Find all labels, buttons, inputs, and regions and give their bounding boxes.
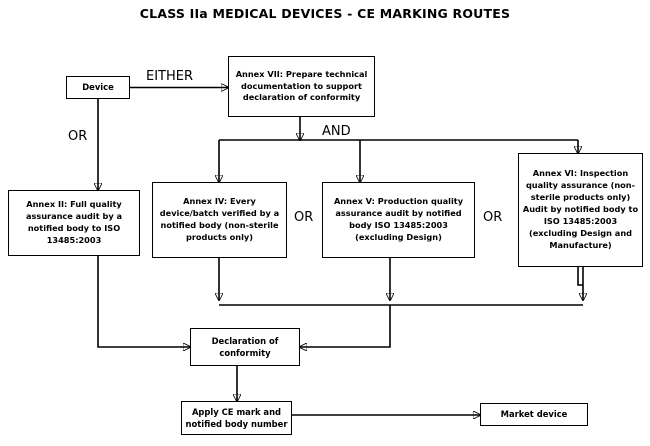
- edge-merge-to-declaration: [300, 305, 391, 347]
- edge-label-and: AND: [322, 124, 351, 139]
- node-annex-vii-label: Annex VII: Prepare technical documentati…: [235, 68, 368, 103]
- node-annex-vi-label: Annex VI: Inspection quality assurance (…: [522, 168, 639, 250]
- node-device[interactable]: Device: [66, 76, 130, 99]
- node-market-device-label: Market device: [500, 409, 568, 420]
- node-apply-ce-label: Apply CE mark and notified body number: [185, 406, 288, 429]
- node-declaration-of-conformity[interactable]: Declaration of conformity: [190, 328, 300, 366]
- node-annex-vii[interactable]: Annex VII: Prepare technical documentati…: [228, 56, 375, 117]
- page-title: CLASS IIa MEDICAL DEVICES - CE MARKING R…: [139, 6, 511, 21]
- node-annex-v-label: Annex V: Production quality assurance au…: [333, 196, 464, 242]
- node-annex-iv-label: Annex IV: Every device/batch verified by…: [159, 196, 280, 242]
- edge-label-either: EITHER: [146, 69, 194, 84]
- edge-annex2-to-declaration: [97, 256, 190, 347]
- node-annex-ii[interactable]: Annex II: Full quality assurance audit b…: [8, 190, 140, 256]
- node-device-label: Device: [82, 82, 114, 93]
- node-annex-iv[interactable]: Annex IV: Every device/batch verified by…: [152, 182, 287, 258]
- node-annex-v[interactable]: Annex V: Production quality assurance au…: [322, 182, 475, 258]
- edge-label-or-device: OR: [68, 129, 88, 144]
- node-market-device[interactable]: Market device: [480, 403, 588, 426]
- node-annex-vi[interactable]: Annex VI: Inspection quality assurance (…: [518, 153, 643, 267]
- edge-label-or-annex4-annex5: OR: [294, 210, 314, 225]
- node-declaration-label: Declaration of conformity: [211, 335, 279, 358]
- edge-annex6-to-merge: [577, 267, 583, 286]
- edge-label-or-annex5-annex6: OR: [483, 210, 503, 225]
- node-apply-ce-mark[interactable]: Apply CE mark and notified body number: [181, 401, 292, 435]
- node-annex-ii-label: Annex II: Full quality assurance audit b…: [25, 199, 123, 245]
